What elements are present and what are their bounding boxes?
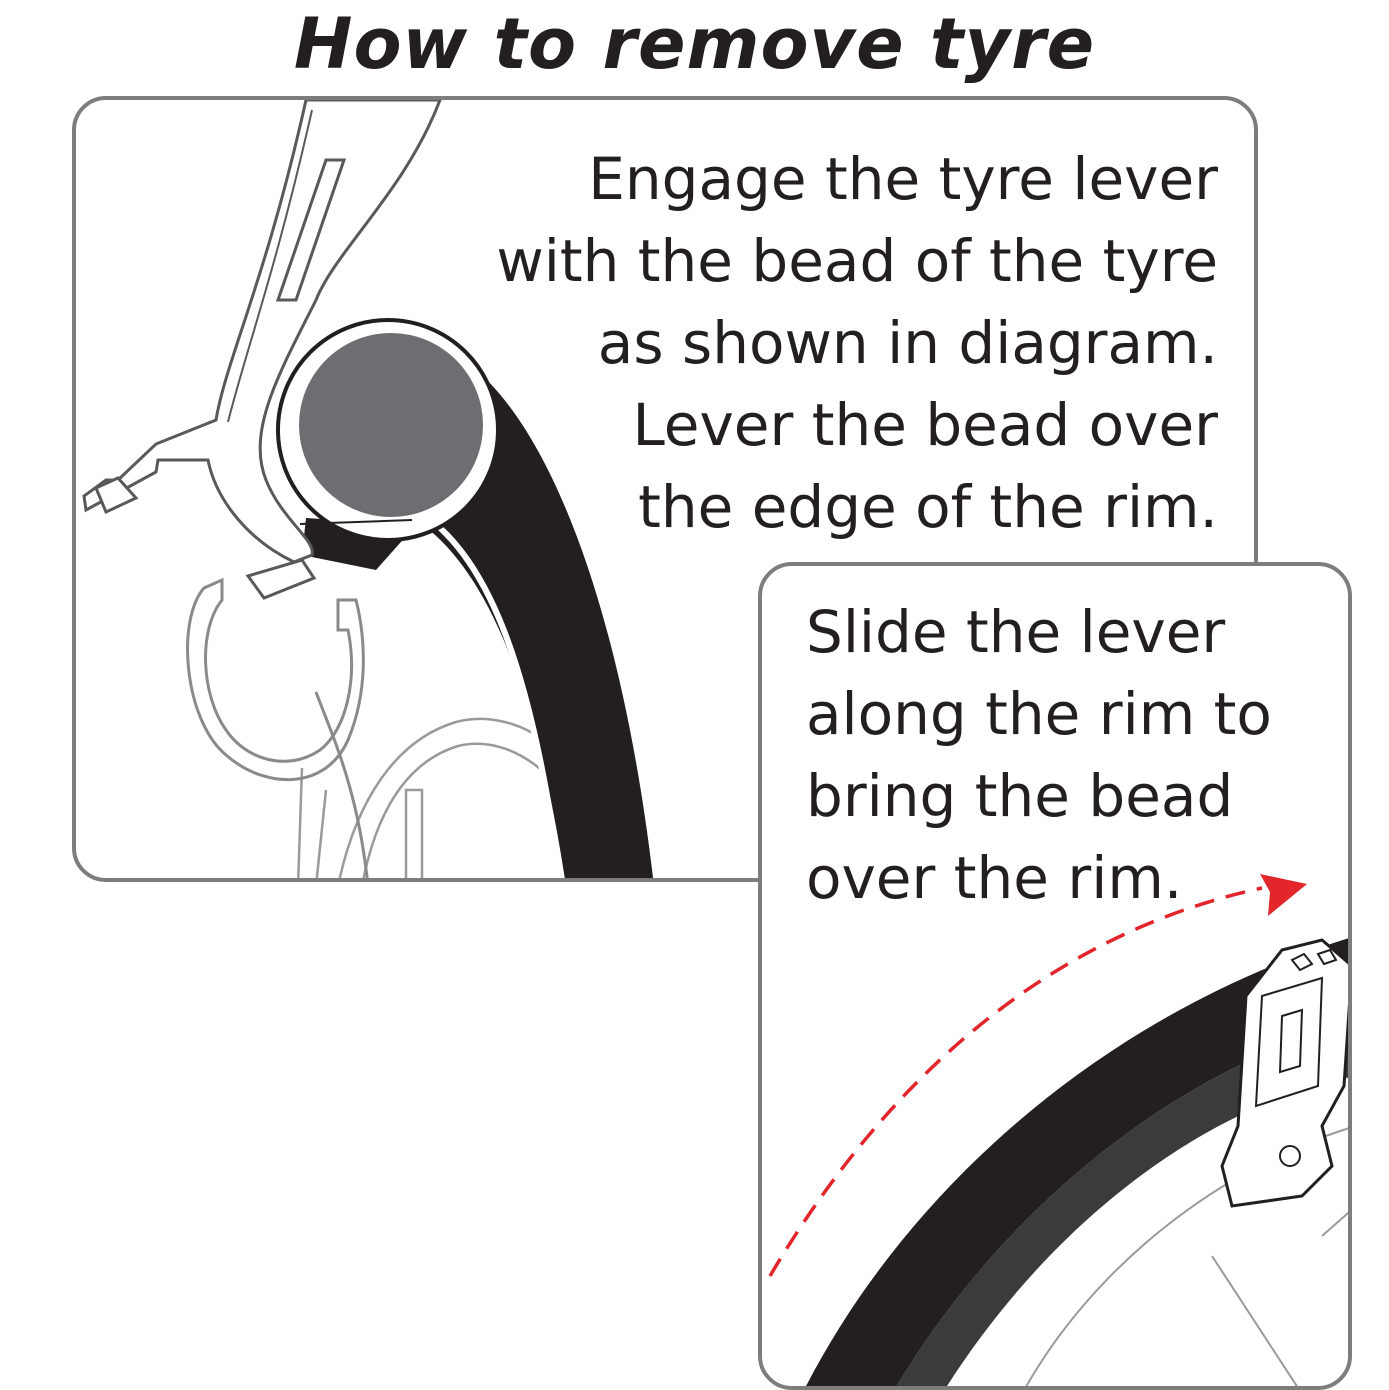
- step-2-instructions: Slide the lever along the rim to bring t…: [806, 591, 1272, 919]
- step-1-line: as shown in diagram.: [597, 309, 1218, 377]
- step-1-panel: Engage the tyre lever with the bead of t…: [72, 96, 1258, 882]
- step-1-line: Engage the tyre lever: [588, 145, 1218, 213]
- step-2-line: over the rim.: [806, 844, 1183, 912]
- step-1-line: Lever the bead over: [632, 391, 1218, 459]
- inner-tube-icon: [299, 333, 483, 517]
- lever-sliding-along-rim-illustration: [768, 874, 1348, 1386]
- direction-arrow-icon: [768, 886, 1263, 1277]
- step-2-line: Slide the lever: [806, 598, 1226, 666]
- tyre-lever-icon: [1220, 938, 1348, 1208]
- page-title: How to remove tyre: [293, 3, 1096, 85]
- step-2-line: bring the bead: [806, 762, 1234, 830]
- step-2-panel: Slide the lever along the rim to bring t…: [758, 562, 1352, 1390]
- tyre-arc-icon: [806, 938, 1348, 1386]
- tyre-lever-cross-section-illustration: [82, 100, 654, 878]
- step-1-line: the edge of the rim.: [638, 473, 1218, 541]
- arrowhead-icon: [1260, 874, 1307, 916]
- step-2-line: along the rim to: [806, 680, 1272, 748]
- tyre-lever-icon: [82, 100, 442, 564]
- step-1-line: with the bead of the tyre: [496, 227, 1218, 295]
- step-1-instructions: Engage the tyre lever with the bead of t…: [496, 138, 1218, 548]
